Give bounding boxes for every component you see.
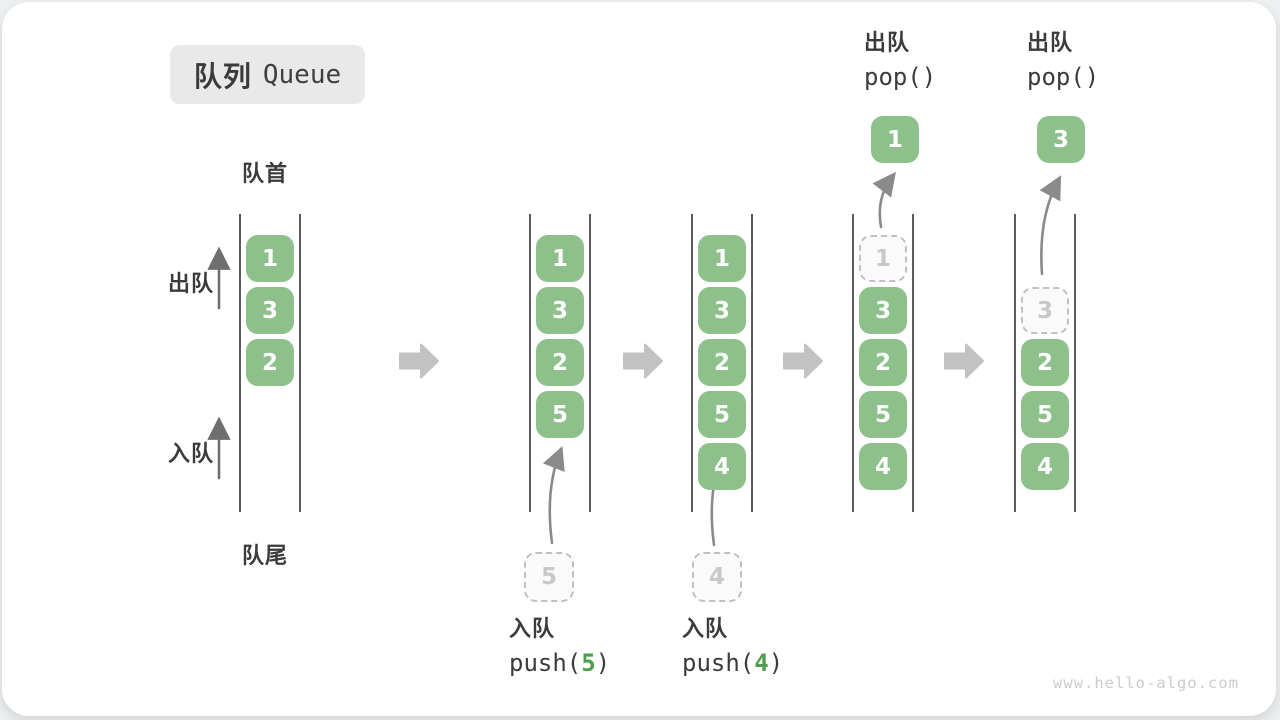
label-queue-rear: 队尾 — [242, 544, 289, 569]
queue-state-2-left-wall — [529, 214, 531, 512]
queue-state-5-right-wall — [1074, 214, 1076, 512]
enqueue-arrow-5 — [542, 445, 565, 545]
queue-state-3-item: 4 — [698, 443, 746, 490]
label-enqueue-side: 入队 — [167, 442, 214, 467]
queue-state-5-item: 2 — [1021, 339, 1069, 386]
queue-state-4-item: 4 — [859, 443, 907, 490]
queue-state-5-op-code: pop() — [1027, 63, 1100, 91]
queue-state-5-item: 4 — [1021, 443, 1069, 490]
queue-state-2-op-code: push(5) — [509, 649, 611, 677]
queue-state-3-left-wall — [691, 214, 693, 512]
state-transition-arrow-1 — [399, 343, 439, 379]
title-badge: 队列 Queue — [170, 45, 365, 104]
queue-state-4-item: 3 — [859, 287, 907, 334]
queue-state-3-item: 5 — [698, 391, 746, 438]
queue-state-5-op-zh: 出队 — [1027, 31, 1074, 56]
queue-state-5-item: 5 — [1021, 391, 1069, 438]
label-queue-front: 队首 — [242, 162, 289, 187]
queue-state-2-item: 3 — [536, 287, 584, 334]
title-zh: 队列 — [193, 59, 252, 93]
queue-state-3-op-zh: 入队 — [682, 617, 729, 642]
state-transition-arrow-4 — [944, 343, 984, 379]
queue-state-1-left-wall — [239, 214, 241, 512]
queue-state-4-item: 2 — [859, 339, 907, 386]
queue-state-2-item: 5 — [536, 391, 584, 438]
queue-state-2-op-zh: 入队 — [509, 617, 556, 642]
queue-state-4-left-wall — [852, 214, 854, 512]
queue-state-3-item: 1 — [698, 235, 746, 282]
queue-state-4-dequeued-slot: 1 — [859, 235, 907, 282]
title-en: Queue — [262, 59, 342, 90]
queue-state-3-right-wall — [751, 214, 753, 512]
queue-state-4-op-zh: 出队 — [864, 31, 911, 56]
queue-state-5-left-wall — [1014, 214, 1016, 512]
queue-state-1-right-wall — [299, 214, 301, 512]
queue-state-1-item: 3 — [246, 287, 294, 334]
queue-state-4-right-wall — [912, 214, 914, 512]
queue-state-4-item: 5 — [859, 391, 907, 438]
queue-state-4-op-label: 出队 pop() — [864, 29, 936, 95]
queue-state-2-staging-item: 5 — [524, 552, 574, 602]
watermark: www.hello-algo.com — [1053, 674, 1239, 692]
queue-state-5-dequeued-slot: 3 — [1021, 287, 1069, 334]
queue-state-5-popped-item: 3 — [1037, 116, 1085, 163]
queue-state-1-item: 2 — [246, 339, 294, 386]
queue-state-4-popped-item: 1 — [871, 116, 919, 163]
state-transition-arrow-2 — [623, 343, 663, 379]
state-transition-arrow-3 — [783, 343, 823, 379]
queue-state-3-op-code: push(4) — [682, 649, 784, 677]
queue-state-2-op-label: 入队 push(5) — [509, 615, 610, 681]
queue-state-4-op-code: pop() — [864, 63, 937, 91]
queue-state-5-op-label: 出队 pop() — [1027, 29, 1099, 95]
queue-state-2-item: 2 — [536, 339, 584, 386]
queue-state-1-item: 1 — [246, 235, 294, 282]
label-dequeue-side: 出队 — [167, 272, 214, 297]
queue-state-2-item: 1 — [536, 235, 584, 282]
queue-state-3-item: 2 — [698, 339, 746, 386]
dequeue-arrow-3 — [1039, 175, 1062, 276]
queue-state-3-item: 3 — [698, 287, 746, 334]
queue-state-2-right-wall — [589, 214, 591, 512]
queue-state-3-staging-item: 4 — [692, 552, 742, 602]
dequeue-arrow-1 — [872, 171, 896, 229]
queue-state-3-op-label: 入队 push(4) — [682, 615, 783, 681]
